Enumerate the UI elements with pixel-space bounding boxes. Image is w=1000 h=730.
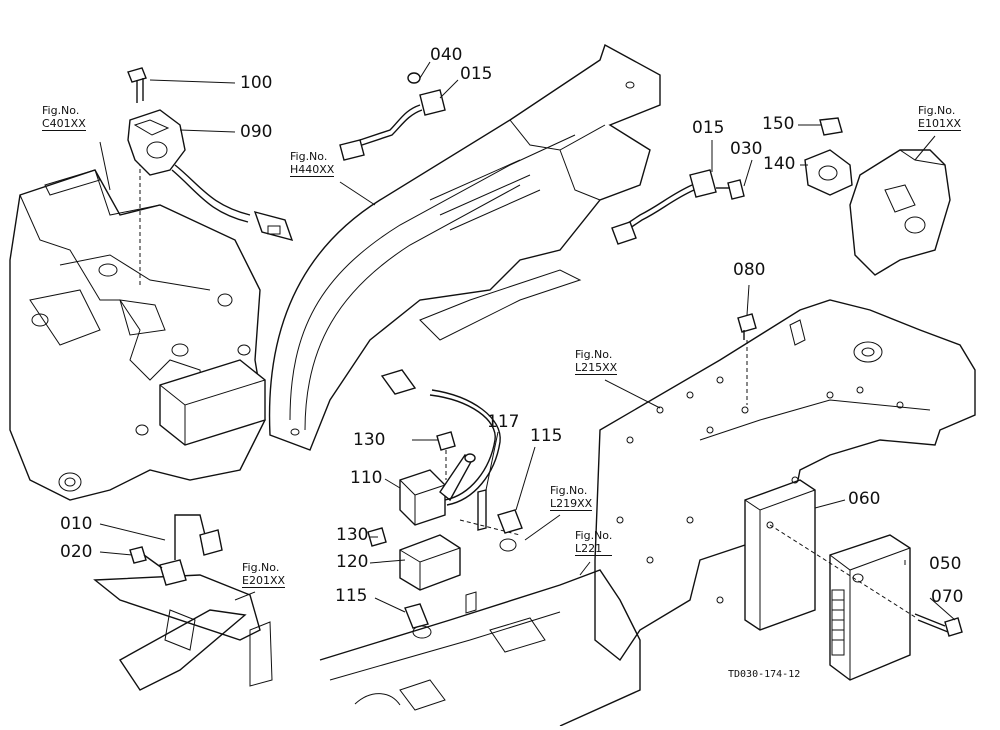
part-label-060: 060 xyxy=(848,489,881,509)
fig-ref-code: L219XX xyxy=(550,497,593,511)
fig-ref-l219: Fig.No. L219XX xyxy=(550,484,593,511)
drawing-code: TD030-174-12 xyxy=(728,669,801,680)
fig-ref-prefix: Fig.No. xyxy=(550,484,588,497)
clip-115-a xyxy=(497,509,523,552)
part-label-150: 150 xyxy=(762,114,795,134)
part-label-115-lower: 115 xyxy=(335,586,368,606)
fig-ref-l221: Fig.No. L221 xyxy=(575,529,613,556)
fig-ref-c401: Fig.No. C401XX xyxy=(42,104,86,131)
spring-lower xyxy=(465,591,477,614)
part-label-140: 140 xyxy=(763,154,796,174)
part-label-090: 090 xyxy=(240,122,273,142)
ecu-050 xyxy=(829,534,911,681)
sensor-090 xyxy=(127,109,294,242)
fig-ref-prefix: Fig.No. xyxy=(575,529,613,542)
part-label-010: 010 xyxy=(60,514,93,534)
fig-ref-code: E101XX xyxy=(918,117,962,131)
fig-ref-prefix: Fig.No. xyxy=(575,348,613,361)
part-label-015-right: 015 xyxy=(692,118,725,138)
fig-ref-prefix: Fig.No. xyxy=(290,150,328,163)
part-label-050: 050 xyxy=(929,554,962,574)
fig-ref-prefix: Fig.No. xyxy=(242,561,280,574)
switch-010 xyxy=(159,514,223,586)
part-label-015-upper: 015 xyxy=(460,64,493,84)
part-label-070: 070 xyxy=(931,587,964,607)
bolt-130-a xyxy=(436,431,456,480)
bracket-e101 xyxy=(804,117,951,276)
part-label-040: 040 xyxy=(430,45,463,65)
bolt-070 xyxy=(914,613,963,637)
spring-117 xyxy=(459,489,521,536)
part-label-030: 030 xyxy=(730,139,763,159)
actuator-110 xyxy=(380,369,501,526)
bracket-120 xyxy=(399,534,461,591)
clip-115-b xyxy=(404,603,432,639)
part-label-020: 020 xyxy=(60,542,93,562)
shaft-assembly xyxy=(93,574,273,691)
chassis-plate xyxy=(594,299,976,662)
fig-ref-prefix: Fig.No. xyxy=(42,104,80,117)
part-label-110: 110 xyxy=(350,468,383,488)
fig-ref-code: C401XX xyxy=(42,117,86,131)
fig-ref-code: L221 xyxy=(575,542,613,556)
fig-ref-code: L215XX xyxy=(575,361,618,375)
part-label-080: 080 xyxy=(733,260,766,280)
switch-015-upper xyxy=(339,72,446,161)
bolt-020 xyxy=(129,546,163,569)
leader-lines xyxy=(99,61,956,621)
fig-ref-code: E201XX xyxy=(242,574,286,588)
fig-ref-l215: Fig.No. L215XX xyxy=(575,348,618,375)
fig-ref-h440: Fig.No. H440XX xyxy=(290,150,335,177)
part-label-130-upper: 130 xyxy=(353,430,386,450)
bolt-070-axis xyxy=(769,524,916,618)
chassis-holes xyxy=(616,376,904,604)
bolt-080 xyxy=(737,313,757,405)
fig-ref-code: H440XX xyxy=(290,163,335,177)
lower-platform xyxy=(319,569,641,727)
part-label-120: 120 xyxy=(336,552,369,572)
fig-ref-e101: Fig.No. E101XX xyxy=(918,104,962,131)
part-label-115-upper: 115 xyxy=(530,426,563,446)
fig-ref-prefix: Fig.No. xyxy=(918,104,956,117)
part-label-130-lower: 130 xyxy=(336,525,369,545)
fig-ref-e201: Fig.No. E201XX xyxy=(242,561,286,588)
part-label-117: 117 xyxy=(487,412,520,432)
transmission-housing xyxy=(9,155,266,501)
fender-panel xyxy=(268,43,661,451)
switch-015-right xyxy=(611,169,745,245)
bracket-060 xyxy=(744,476,816,631)
part-label-100: 100 xyxy=(240,73,273,93)
bolt-100 xyxy=(127,67,147,103)
